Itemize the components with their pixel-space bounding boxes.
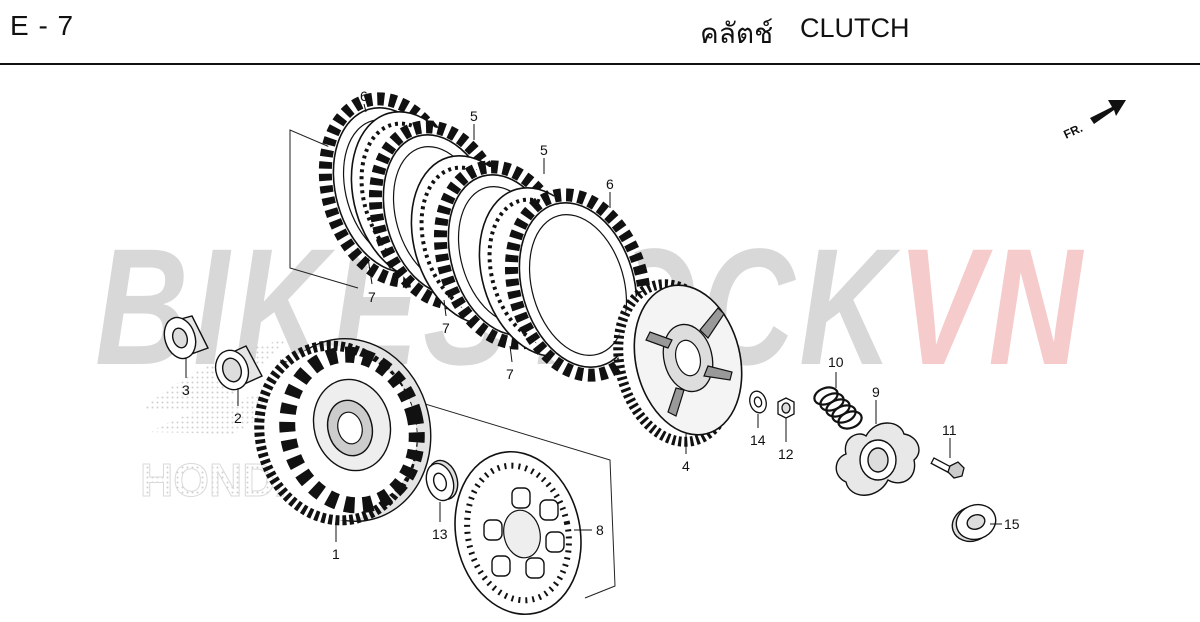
part-11-bolt — [930, 457, 965, 479]
callout-6-front: 6 — [606, 176, 614, 192]
part-10-clutch-spring — [813, 386, 863, 430]
part-2-needle-bearing — [214, 345, 263, 391]
header: E - 7 คลัตช์ CLUTCH — [0, 0, 1200, 65]
watermark-text-red: VN — [897, 215, 1087, 400]
clutch-plate-stack — [318, 92, 652, 382]
callout-5-b: 5 — [540, 142, 548, 158]
callout-10: 10 — [828, 354, 844, 370]
part-8-pressure-plate — [454, 450, 582, 616]
part-14-washer — [749, 390, 767, 414]
part-12-lock-nut — [777, 397, 795, 419]
callout-4: 4 — [682, 458, 690, 474]
callout-2: 2 — [234, 410, 242, 426]
callout-9: 9 — [872, 384, 880, 400]
callout-3: 3 — [182, 382, 190, 398]
callout-8: 8 — [596, 522, 604, 538]
page-code: E - 7 — [10, 10, 75, 41]
callout-14: 14 — [750, 432, 766, 448]
part-15-ball-bearing — [951, 503, 997, 543]
callout-12: 12 — [778, 446, 794, 462]
header-divider — [0, 63, 1200, 65]
friction-disc-6-front — [504, 188, 652, 382]
callout-7-b: 7 — [442, 320, 450, 336]
callout-6-rear: 6 — [360, 88, 368, 104]
front-direction-indicator: FR. — [1061, 100, 1126, 142]
front-arrow-icon — [1090, 100, 1126, 124]
callout-15: 15 — [1004, 516, 1020, 532]
part-13-thrust-washer — [425, 459, 459, 502]
leader-lines — [185, 103, 1002, 542]
callout-7-a: 7 — [368, 289, 376, 305]
callout-labels: 6 5 5 6 7 7 7 3 2 1 13 8 4 14 12 10 9 11… — [182, 88, 1020, 562]
callout-7-c: 7 — [506, 366, 514, 382]
part-3-collar — [163, 315, 209, 360]
callout-1: 1 — [332, 546, 340, 562]
part-1-clutch-outer — [254, 337, 432, 526]
callout-11: 11 — [942, 422, 957, 438]
callout-13: 13 — [432, 526, 448, 542]
title-thai: คลัตช์ — [700, 17, 774, 50]
part-9-lifter-plate — [835, 422, 920, 496]
front-label: FR. — [1061, 121, 1084, 142]
title-english: CLUTCH — [800, 13, 910, 43]
callout-5-a: 5 — [470, 108, 478, 124]
part-4-clutch-center — [613, 279, 743, 447]
